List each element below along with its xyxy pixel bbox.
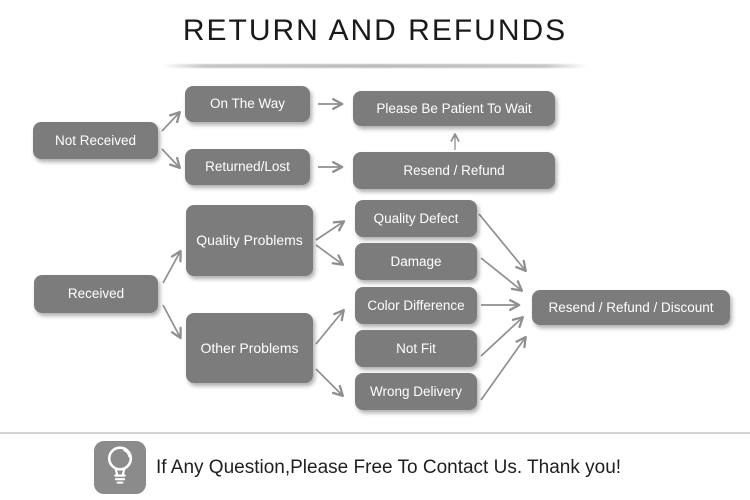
node-color-difference: Color Difference bbox=[355, 287, 477, 324]
node-resend-refund: Resend / Refund bbox=[353, 152, 555, 189]
node-quality-problems: Quality Problems bbox=[186, 205, 313, 276]
light-bulb-icon bbox=[94, 441, 146, 494]
node-please-be-patient: Please Be Patient To Wait bbox=[353, 91, 555, 126]
node-not-received: Not Received bbox=[33, 122, 158, 159]
footer-note: If Any Question,Please Free To Contact U… bbox=[94, 441, 621, 494]
node-received: Received bbox=[34, 275, 158, 313]
node-on-the-way: On The Way bbox=[185, 86, 310, 122]
footer-divider bbox=[0, 432, 750, 434]
node-wrong-delivery: Wrong Delivery bbox=[355, 373, 477, 410]
node-damage: Damage bbox=[355, 243, 477, 280]
node-quality-defect: Quality Defect bbox=[355, 200, 477, 237]
title-underline bbox=[163, 64, 587, 68]
node-resend-refund-discount: Resend / Refund / Discount bbox=[532, 290, 730, 325]
node-not-fit: Not Fit bbox=[355, 330, 477, 367]
page-title: RETURN AND REFUNDS bbox=[182, 14, 568, 47]
node-other-problems: Other Problems bbox=[186, 313, 313, 383]
node-returned-lost: Returned/Lost bbox=[185, 149, 310, 185]
footer-message: If Any Question,Please Free To Contact U… bbox=[156, 456, 622, 478]
